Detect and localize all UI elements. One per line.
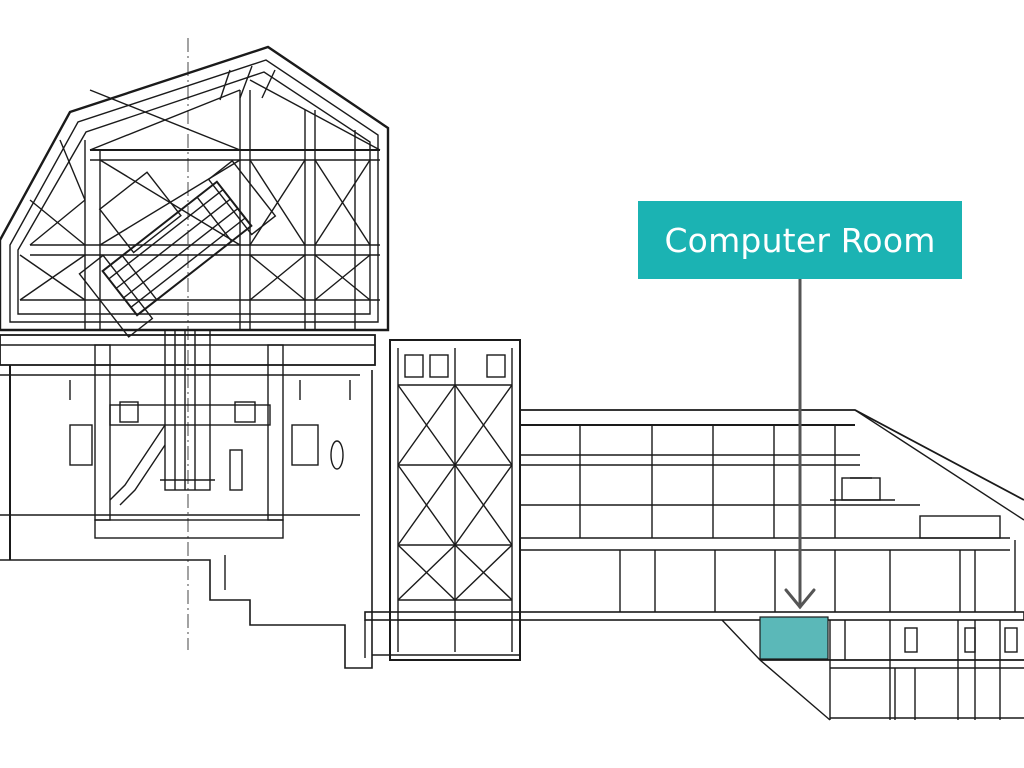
dome-base-building (0, 334, 376, 560)
service-building (520, 409, 1024, 612)
basement-level (364, 611, 1024, 721)
computer-room-highlight (759, 616, 829, 660)
telescope (78, 159, 277, 338)
dome-enclosure (0, 45, 390, 332)
computer-room-label: Computer Room (638, 201, 962, 279)
callout-arrow (784, 277, 816, 610)
lift-tower (389, 339, 521, 661)
